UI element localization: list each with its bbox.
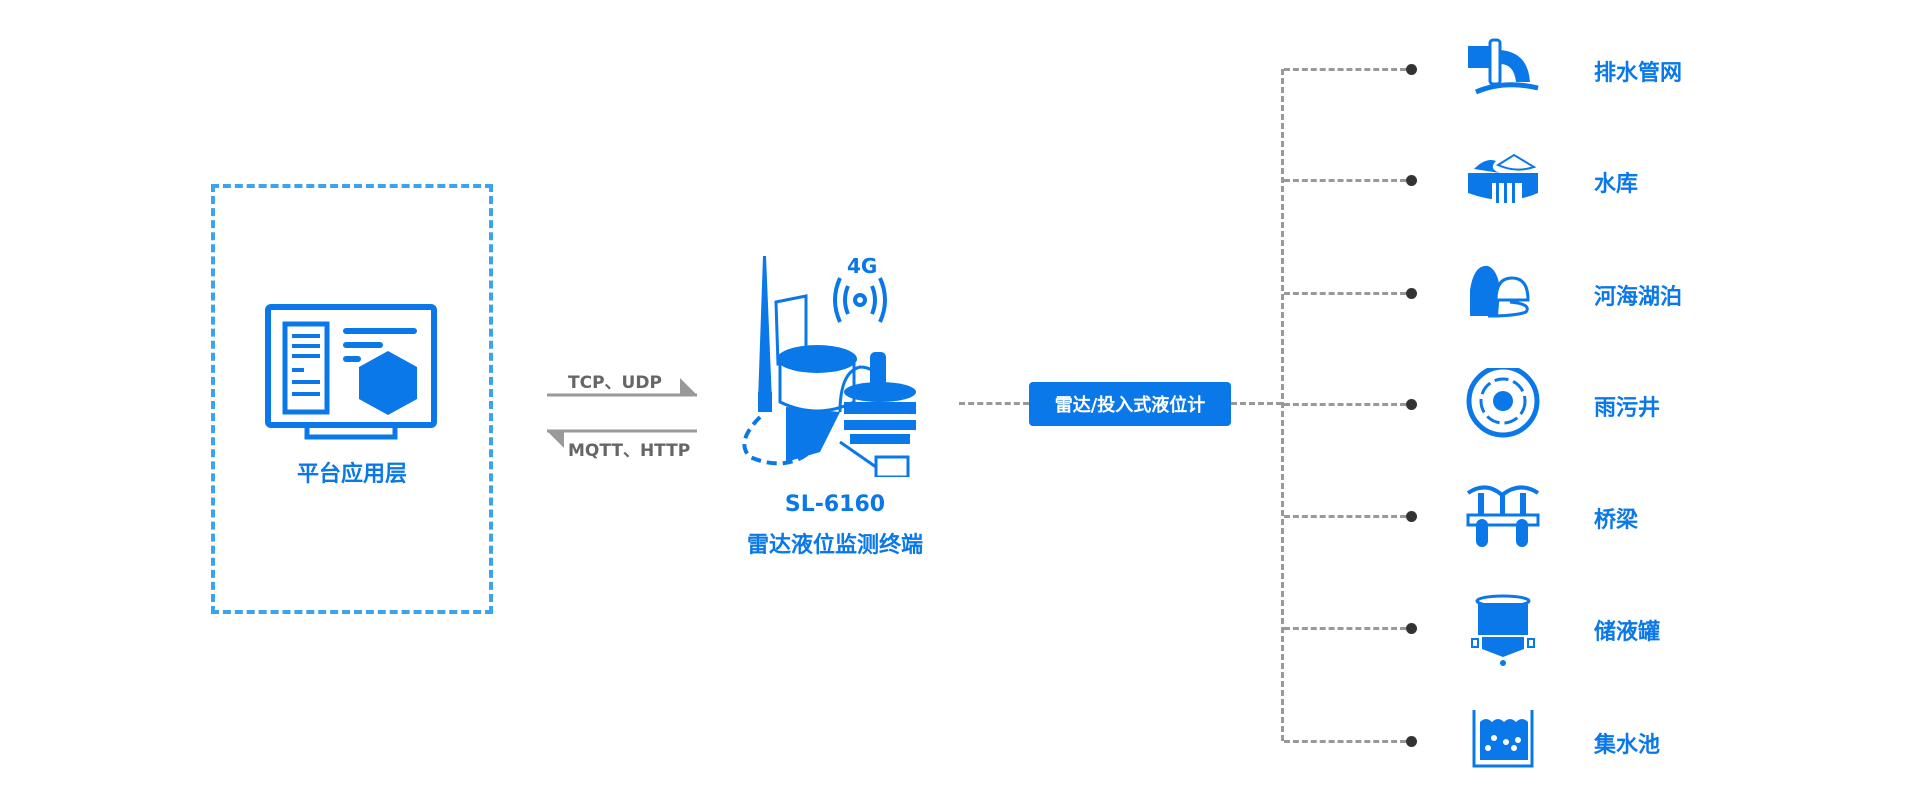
arrow-left-icon xyxy=(547,429,697,448)
branch-line xyxy=(1284,403,1406,406)
branch-dot xyxy=(1406,511,1417,522)
reservoir-icon xyxy=(1468,153,1538,203)
branch-line xyxy=(1284,68,1406,71)
branch-line xyxy=(1284,515,1406,518)
application-label: 桥梁 xyxy=(1594,508,1639,533)
sump-pool-icon xyxy=(1472,710,1534,768)
platform-label: 平台应用层 xyxy=(296,462,407,487)
branch-line xyxy=(1284,740,1406,743)
protocol-up-label: TCP、UDP xyxy=(568,373,662,393)
branch-dot xyxy=(1406,736,1417,747)
branch-dot xyxy=(1406,623,1417,634)
connector-line xyxy=(959,402,1029,405)
device-name: 雷达液位监测终端 xyxy=(746,533,923,558)
tree-trunk-line xyxy=(1281,69,1284,741)
application-label: 河海湖泊 xyxy=(1594,285,1683,310)
connector-line xyxy=(1231,402,1282,405)
drain-pipe-icon xyxy=(1468,38,1539,95)
platform-layer-box xyxy=(211,184,493,614)
device-model: SL-6160 xyxy=(784,492,886,517)
application-label: 集水池 xyxy=(1594,733,1661,758)
river-lake-icon xyxy=(1470,265,1530,318)
arrow-right-icon xyxy=(547,378,697,397)
application-label: 雨污井 xyxy=(1594,396,1661,421)
branch-line xyxy=(1284,179,1406,182)
4g-badge: 4G xyxy=(847,254,878,278)
branch-dot xyxy=(1406,399,1417,410)
branch-dot xyxy=(1406,64,1417,75)
monitor-icon xyxy=(265,304,437,440)
application-label: 排水管网 xyxy=(1594,61,1683,86)
application-label: 水库 xyxy=(1594,172,1639,197)
branch-dot xyxy=(1406,288,1417,299)
storage-tank-icon xyxy=(1471,594,1535,666)
branch-line xyxy=(1284,292,1406,295)
sensor-button[interactable]: 雷达/投入式液位计 xyxy=(1029,382,1231,426)
branch-line xyxy=(1284,627,1406,630)
bridge-icon xyxy=(1466,485,1540,547)
branch-dot xyxy=(1406,175,1417,186)
radar-terminal-device-icon xyxy=(742,256,916,477)
manhole-icon xyxy=(1466,368,1540,438)
protocol-down-label: MQTT、HTTP xyxy=(568,441,691,461)
application-label: 储液罐 xyxy=(1594,620,1661,645)
